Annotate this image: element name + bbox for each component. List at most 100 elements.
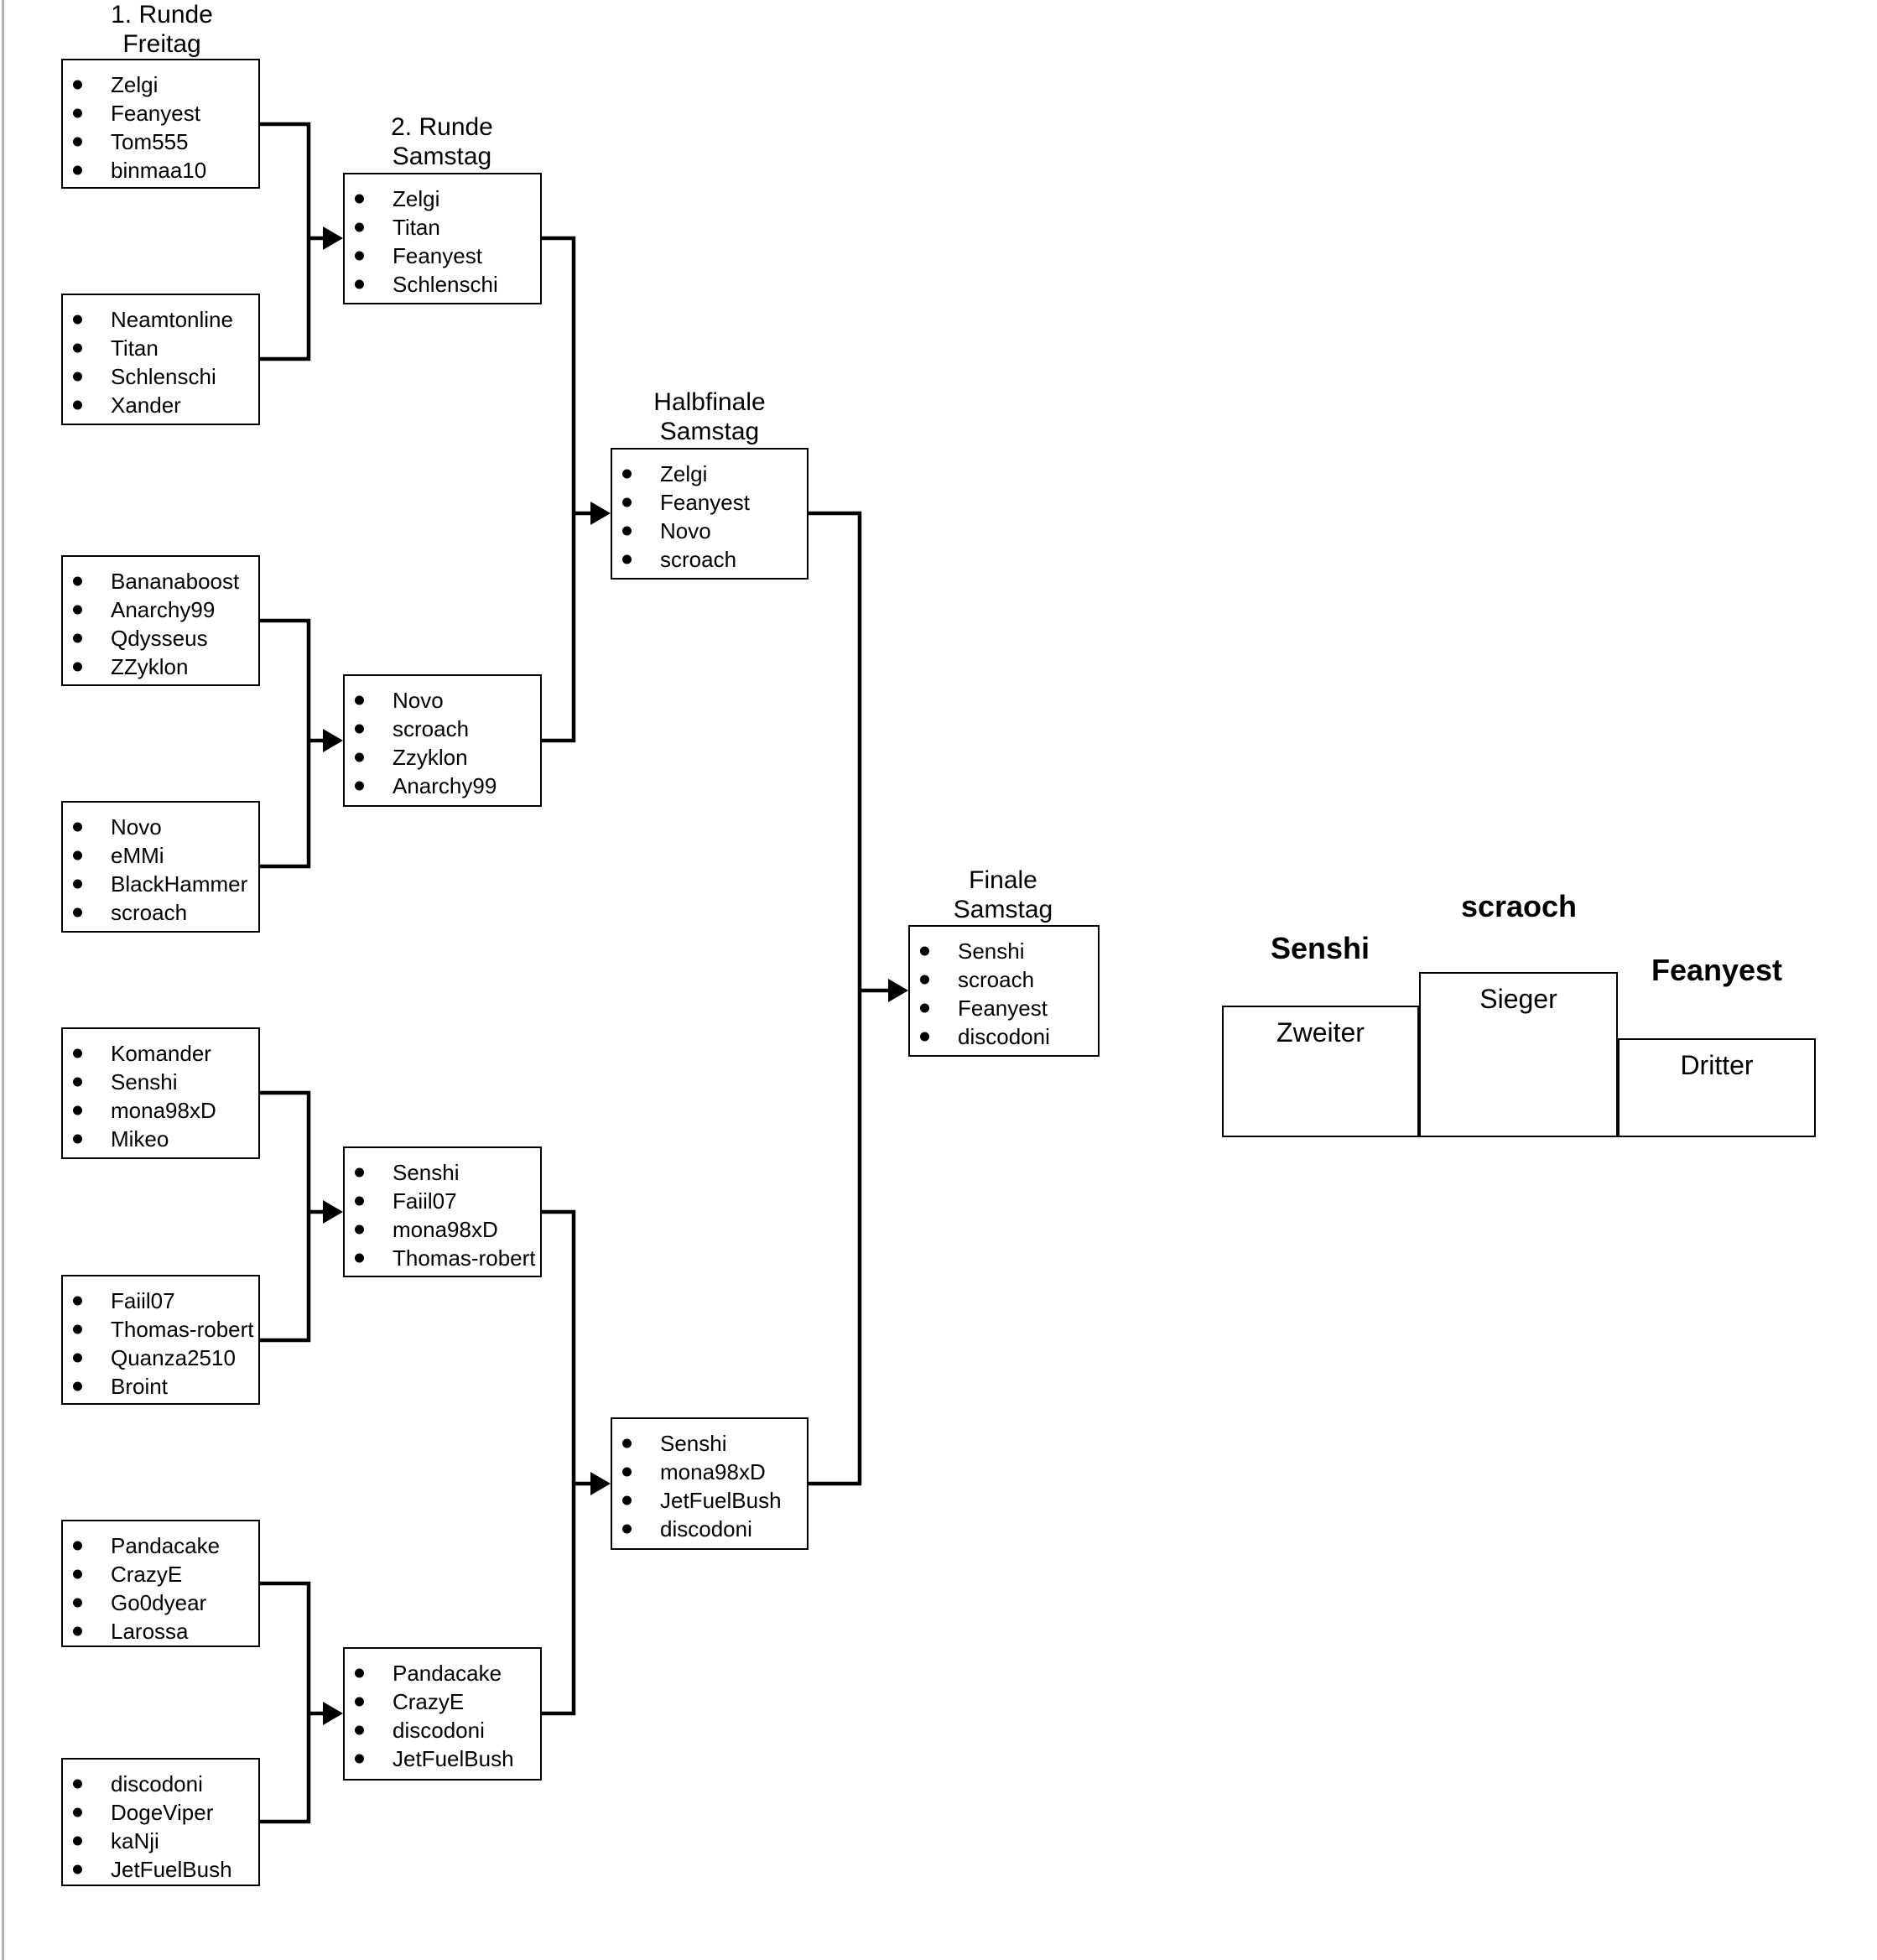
player-item: Novo <box>612 517 807 545</box>
connector-lines <box>260 122 893 1824</box>
player-item: scroach <box>63 898 258 927</box>
player-item: Zelgi <box>63 70 258 99</box>
player-item: Feanyest <box>345 242 540 270</box>
player-item: CrazyE <box>63 1560 258 1588</box>
player-item: Senshi <box>612 1429 807 1458</box>
player-item: JetFuelBush <box>63 1855 258 1884</box>
player-item: Bananaboost <box>63 567 258 595</box>
player-item: Titan <box>63 334 258 362</box>
player-item: eMMi <box>63 841 258 870</box>
player-item: Pandacake <box>345 1659 540 1687</box>
player-item: CrazyE <box>345 1687 540 1716</box>
heading-round2: 2. Runde Samstag <box>316 112 568 171</box>
player-item: Senshi <box>910 937 1098 965</box>
player-item: mona98xD <box>612 1458 807 1486</box>
player-item: Schlenschi <box>345 270 540 299</box>
player-item: scroach <box>345 715 540 743</box>
heading-round2-line2: Samstag <box>392 143 492 170</box>
connector-r1-pair2 <box>260 618 311 869</box>
connector-r2-pair1 <box>542 236 576 743</box>
player-item: ZZyklon <box>63 652 258 681</box>
heading-final: Finale Samstag <box>877 866 1129 924</box>
podium-first-caption: Sieger <box>1479 984 1557 1014</box>
heading-round2-line1: 2. Runde <box>391 113 493 141</box>
player-item: Go0dyear <box>63 1588 258 1617</box>
podium-third-step: Dritter <box>1618 1038 1816 1137</box>
player-item: Schlenschi <box>63 362 258 391</box>
player-item: Anarchy99 <box>63 595 258 624</box>
player-item: JetFuelBush <box>345 1744 540 1773</box>
arrowhead-icon <box>590 1472 611 1495</box>
connector-r2-pair2 <box>542 1209 576 1716</box>
heading-semifinal-line2: Samstag <box>659 418 760 445</box>
heading-round1: 1. Runde Freitag <box>36 0 288 59</box>
podium-second-name: Senshi <box>1270 931 1370 965</box>
arrowhead-icon <box>323 729 343 752</box>
player-item: DogeViper <box>63 1798 258 1827</box>
heading-final-line2: Samstag <box>953 896 1053 923</box>
player-item: Pandacake <box>63 1531 258 1560</box>
player-item: kaNji <box>63 1827 258 1855</box>
player-item: Xander <box>63 391 258 419</box>
player-item: Novo <box>345 686 540 715</box>
player-item: Thomas-robert <box>345 1244 540 1272</box>
player-item: Qdysseus <box>63 624 258 652</box>
player-item: JetFuelBush <box>612 1486 807 1515</box>
player-item: Feanyest <box>910 994 1098 1022</box>
player-item: Anarchy99 <box>345 772 540 800</box>
heading-final-line1: Finale <box>969 866 1037 894</box>
player-item: scroach <box>612 545 807 574</box>
player-item: scroach <box>910 965 1098 994</box>
arrowhead-icon <box>323 226 343 250</box>
podium-third-name: Feanyest <box>1651 953 1783 987</box>
heading-semifinal-line1: Halbfinale <box>653 388 766 416</box>
heading-semifinal: Halbfinale Samstag <box>584 387 835 446</box>
player-item: discodoni <box>345 1716 540 1744</box>
player-item: Senshi <box>63 1068 258 1096</box>
player-item: Novo <box>63 813 258 841</box>
player-item: Titan <box>345 213 540 242</box>
player-item: Senshi <box>345 1158 540 1187</box>
player-item: discodoni <box>910 1022 1098 1051</box>
connector-r1-pair3 <box>260 1090 311 1343</box>
player-item: Feanyest <box>63 99 258 127</box>
arrowhead-icon <box>323 1702 343 1725</box>
podium-third-caption: Dritter <box>1680 1050 1754 1080</box>
player-item: Thomas-robert <box>63 1315 258 1344</box>
player-item: Broint <box>63 1372 258 1401</box>
arrowhead-icon <box>323 1200 343 1224</box>
arrowhead-icon <box>888 979 908 1002</box>
player-item: Quanza2510 <box>63 1344 258 1372</box>
heading-round1-line1: 1. Runde <box>111 1 213 29</box>
connector-r1-pair4 <box>260 1581 311 1824</box>
player-item: Larossa <box>63 1617 258 1645</box>
